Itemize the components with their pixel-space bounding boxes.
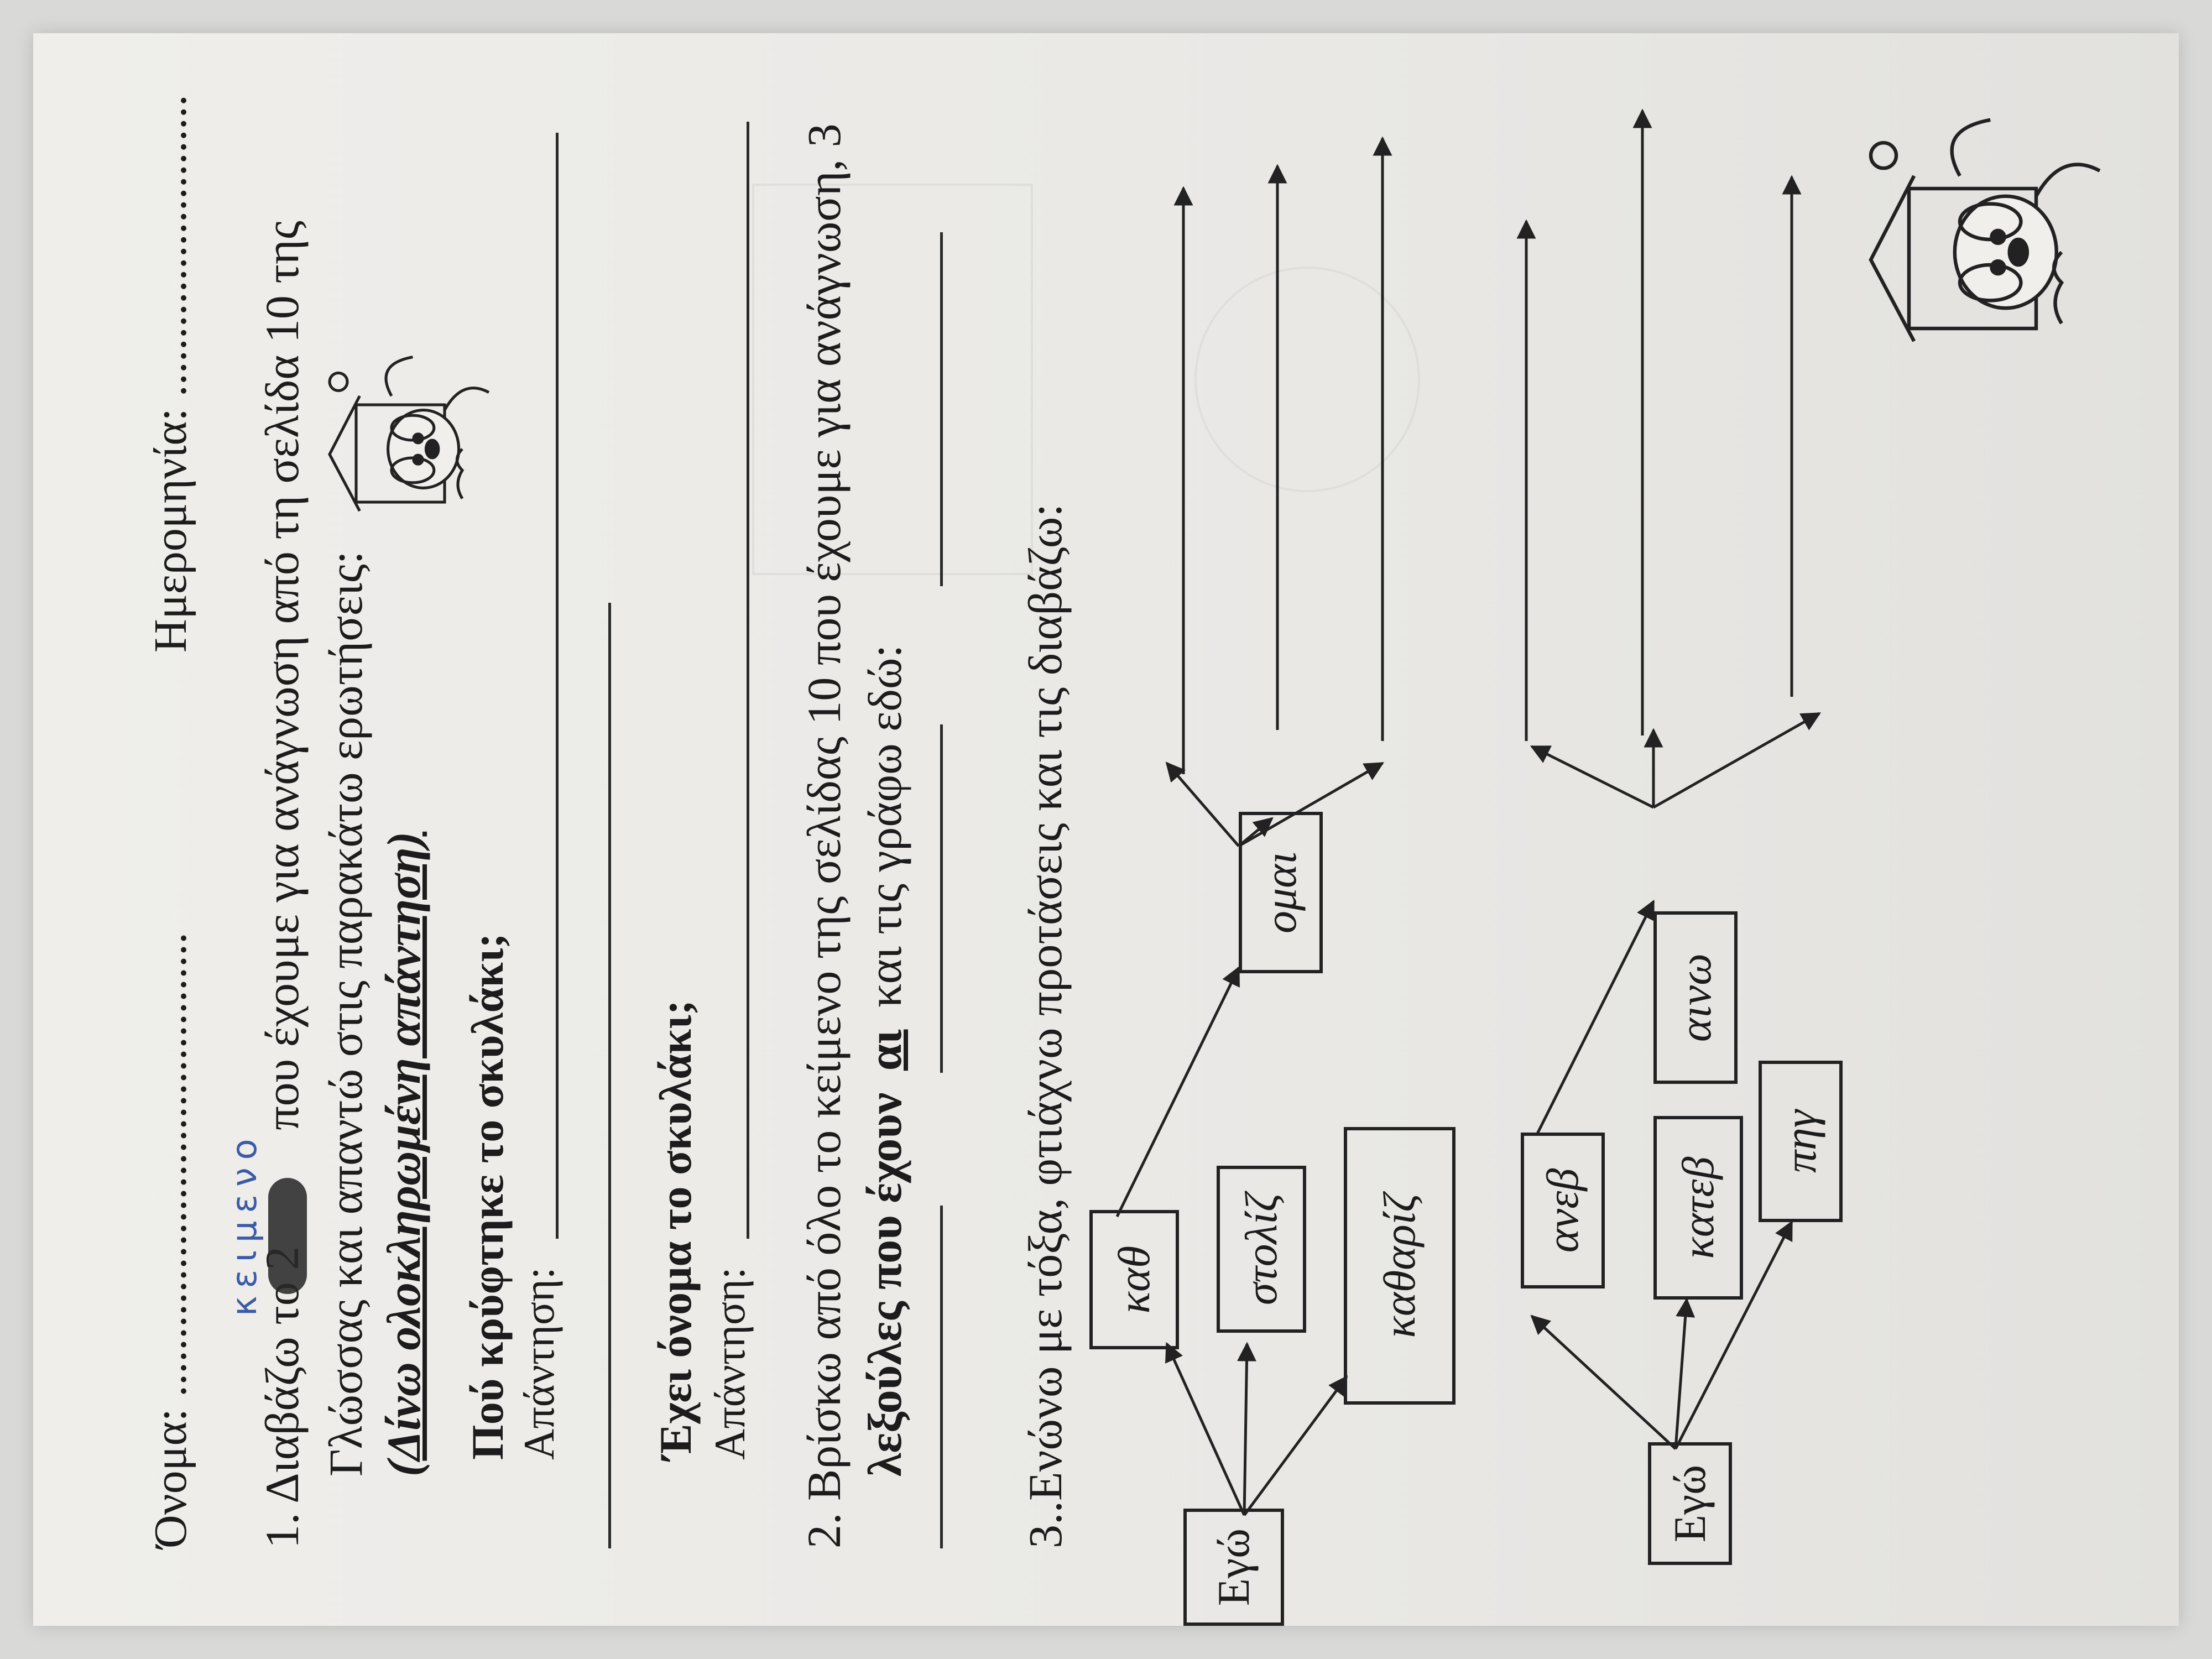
arrow-diagram <box>1115 108 1822 1516</box>
arrow-g1-ending-to-line3 <box>1238 761 1385 848</box>
arrow-g1-subject-to-stem3 <box>1243 1375 1348 1516</box>
arrow-g1-subject-to-stem1 <box>1165 1342 1246 1516</box>
arrow-g2-subject-to-stem1 <box>1530 1314 1677 1450</box>
arrow-g1-subject-to-stem2 <box>1237 1342 1256 1516</box>
arrow-g2-ending-to-line1 <box>1530 745 1655 809</box>
arrow-g2-subject-to-stem2 <box>1674 1297 1695 1449</box>
arrow-g2-stem1-to-ending <box>1536 899 1655 1135</box>
arrow-g2-subject-to-stem3 <box>1674 1220 1793 1450</box>
dog-clipart-icon <box>328 356 490 512</box>
bleed-through-grid <box>752 184 1033 575</box>
worksheet-photo: Όνομα: .................................… <box>33 33 2179 1626</box>
bleed-through-circle <box>1194 267 1420 492</box>
arrow-g1-stem1-to-ending <box>1115 966 1240 1218</box>
arrow-g1-ending-to-line1 <box>1165 761 1240 847</box>
dog-clipart-icon-large <box>1869 118 2101 342</box>
arrow-g2-ending-to-line3 <box>1652 712 1822 809</box>
worksheet-page: Όνομα: .................................… <box>33 33 2179 1626</box>
